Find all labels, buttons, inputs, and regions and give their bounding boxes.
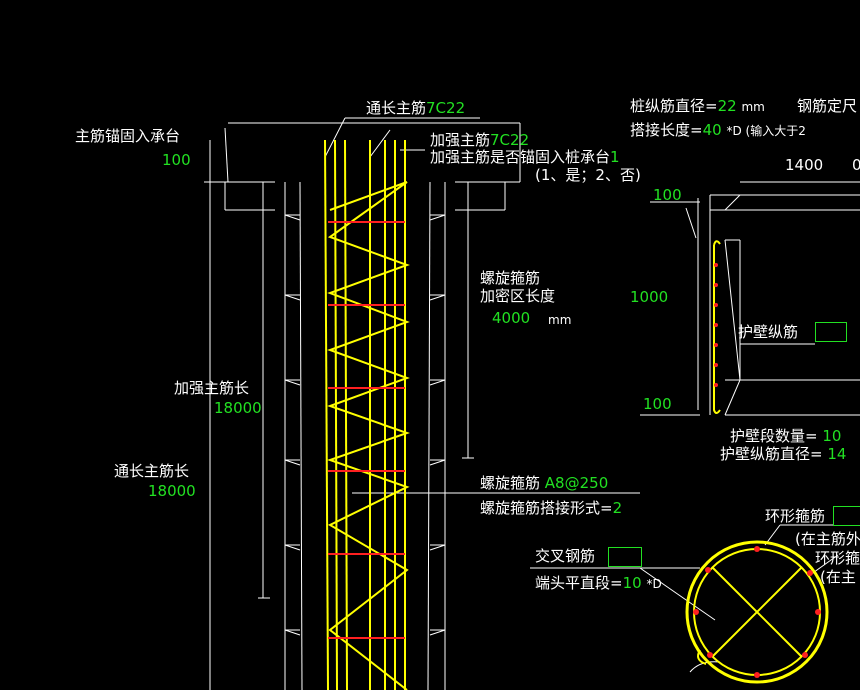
anchor-into-cap-text: 加强主筋是否锚固入桩承台 [430,148,611,166]
wall-rebar-label: 护壁纵筋 [738,323,799,341]
strengthen-rebar-spec: 7C22 [490,131,530,149]
wall-segments-label: 护壁段数量= 10 [730,428,841,444]
spiral-dense-value[interactable]: 4000 [492,309,531,327]
ring-stirrup-input[interactable] [833,506,860,526]
anchor-into-cap-value[interactable]: 1 [610,148,620,166]
end-straight-unit: *D [646,577,662,591]
main-anchor-label: 主筋锚固入承台 [75,127,181,145]
wall-rebar-dia-label: 护壁纵筋直径= 14 [720,446,846,462]
strengthen-length-value[interactable]: 18000 [214,399,262,417]
ring-stirrup-label: 环形箍筋 [765,507,826,525]
wall-segments-value[interactable]: 10 [822,427,842,445]
lap-length-label: 搭接长度=40 *D (输入大于2 [630,122,806,139]
spiral-label: 螺旋箍筋 A8@250 [480,475,608,491]
main-length-label: 通长主筋长 [114,462,190,480]
spiral-lap-label: 螺旋箍筋搭接形式=2 [480,500,622,516]
fixed-length-label: 钢筋定尺 [797,97,858,115]
lap-length-text: 搭接长度= [630,121,703,139]
end-straight-value[interactable]: 10 [622,574,642,592]
main-anchor-value[interactable]: 100 [162,151,191,169]
end-straight-text: 端头平直段= [535,574,623,592]
spiral-lap-text: 螺旋箍筋搭接形式= [480,499,613,517]
dim-100-top[interactable]: 100 [653,186,682,204]
strengthen-rebar-text: 加强主筋 [430,131,491,149]
wall-rebar-dia-value[interactable]: 14 [827,445,847,463]
wall-rebar-input[interactable] [815,322,847,342]
wall-segments-text: 护壁段数量= [730,427,818,445]
pile-dia-text: 桩纵筋直径= [630,97,718,115]
spiral-spec[interactable]: A8@250 [544,474,609,492]
pile-dia-value[interactable]: 22 [717,97,737,115]
strengthen-rebar-label: 加强主筋7C22 [430,132,529,148]
main-rebar-spec: 7C22 [426,99,466,117]
spiral-dense-unit: mm [548,313,572,327]
lap-length-value[interactable]: 40 [702,121,722,139]
dim-100-bottom[interactable]: 100 [643,395,672,413]
lap-length-suffix: *D (输入大于2 [726,124,806,138]
pile-dia-unit: mm [741,100,765,114]
cross-rebar-input[interactable] [608,547,642,567]
spiral-dense-label1: 螺旋箍筋 [480,269,541,287]
spiral-text: 螺旋箍筋 [480,474,541,492]
spiral-lap-value[interactable]: 2 [612,499,623,517]
main-length-value[interactable]: 18000 [148,482,196,500]
cross-rebar-label: 交叉钢筋 [535,547,596,565]
end-straight-label: 端头平直段=10 *D [535,575,662,592]
ring-note1: (在主筋外 [795,530,860,548]
ring-stirrup-label2: 环形箍 [815,549,860,567]
anchor-into-cap-label: 加强主筋是否锚固入桩承台1 [430,149,620,165]
pile-dia-label: 桩纵筋直径=22 mm [630,98,765,115]
anchor-options: (1、是；2、否) [535,166,641,184]
spiral-dense-label2: 加密区长度 [480,287,556,305]
wall-rebar-dia-text: 护壁纵筋直径= [720,445,823,463]
strengthen-length-label: 加强主筋长 [174,379,250,397]
dim-1400: 1400 [785,156,824,174]
ring-note2: (在主 [820,568,856,586]
dim-0: 0 [852,156,860,174]
main-rebar-label: 通长主筋7C22 [366,100,465,116]
main-rebar-text: 通长主筋 [366,99,427,117]
dim-1000[interactable]: 1000 [630,288,669,306]
